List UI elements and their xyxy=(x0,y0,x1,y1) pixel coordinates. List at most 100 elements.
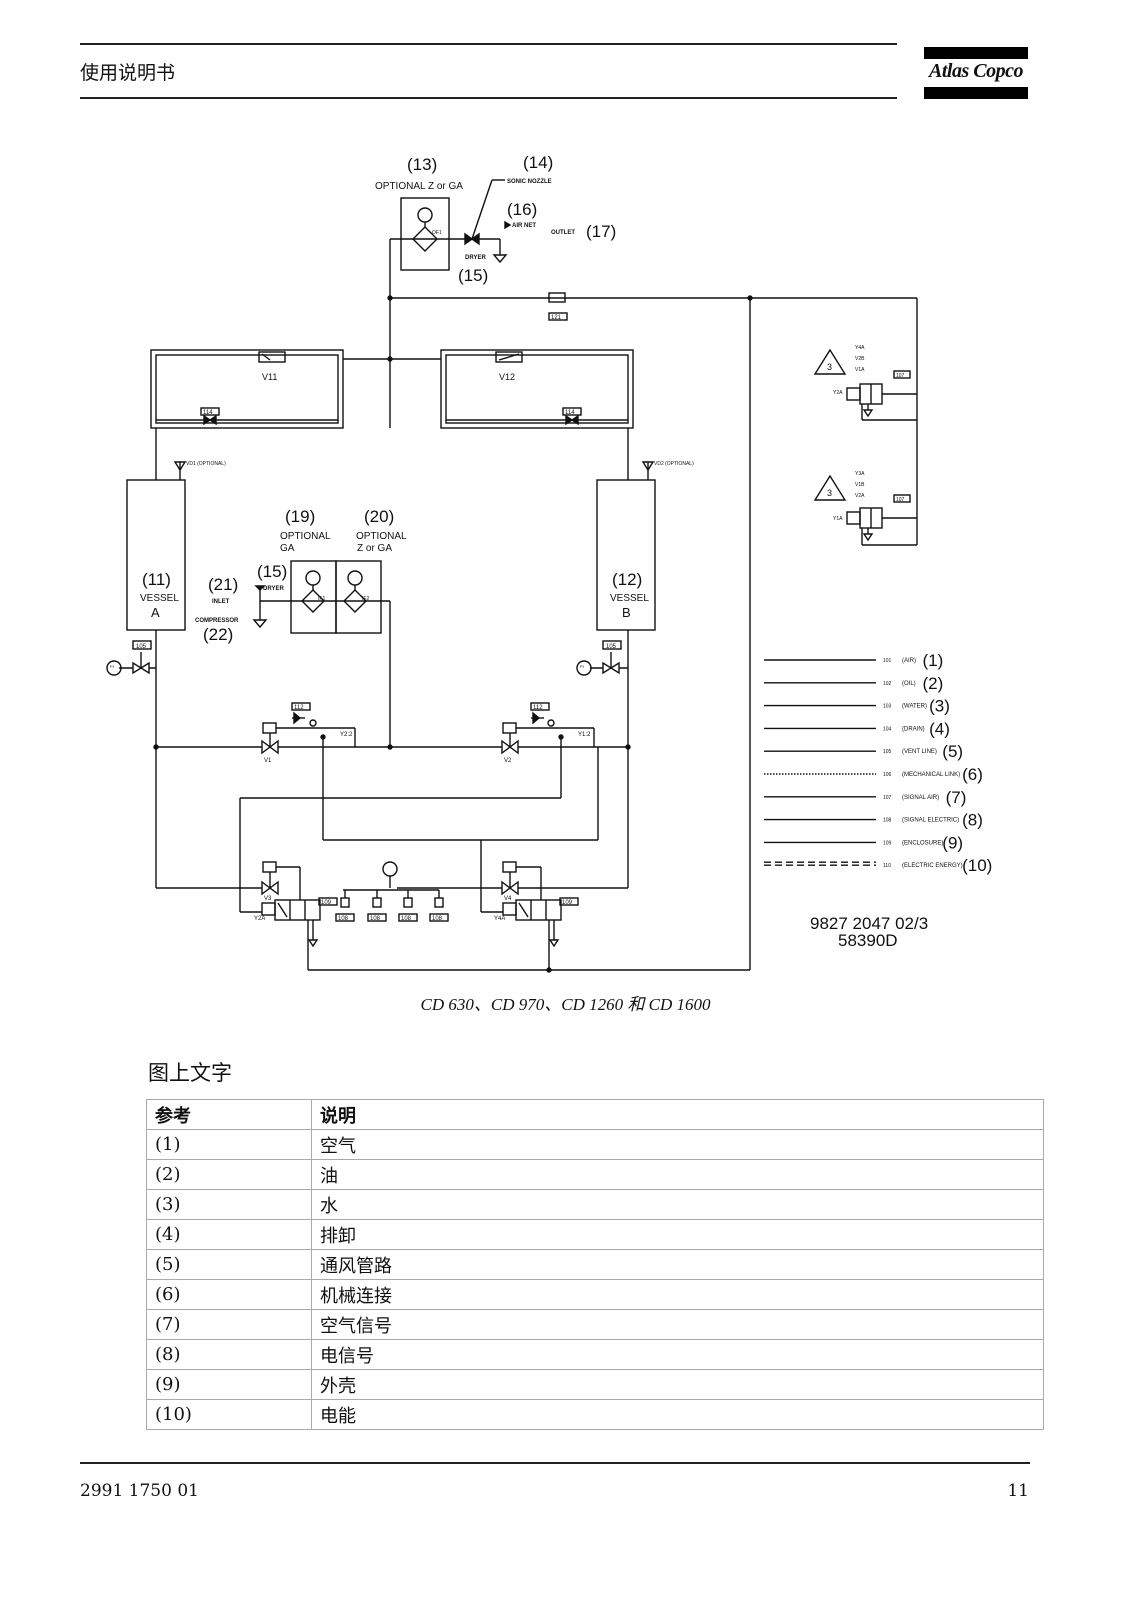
if1-filter-icon xyxy=(301,589,325,613)
legend-number: (8) xyxy=(962,811,983,830)
desc-cell: 机械连接 xyxy=(311,1279,1044,1310)
label-outlet: OUTLET xyxy=(551,230,575,236)
inlet-filter-box-if1 xyxy=(290,560,337,634)
label-v2: V2 xyxy=(504,758,512,764)
label-20: (20) xyxy=(364,507,394,526)
ref-cell: (2) xyxy=(146,1159,312,1190)
code-105-a: 105 xyxy=(136,644,147,650)
header-rule-bottom xyxy=(80,97,897,99)
v11-valve-icon xyxy=(258,351,286,363)
legend-number: (5) xyxy=(942,742,963,761)
tag-y2a-right: Y2A xyxy=(833,390,843,396)
legend-number: (6) xyxy=(962,765,983,784)
code-107-b: 107 xyxy=(896,497,905,503)
solenoid-valve-v4 xyxy=(481,861,562,970)
table-row: (4)排卸 xyxy=(146,1219,1044,1250)
code-109-b: 109 xyxy=(562,900,573,906)
pilot-solenoid-top xyxy=(846,383,917,421)
tag-v2a: V2A xyxy=(855,493,865,499)
valve-v2 xyxy=(501,702,595,798)
desc-cell: 水 xyxy=(311,1189,1044,1220)
silencer-group xyxy=(335,890,449,922)
if2-filter-icon xyxy=(343,589,367,613)
label-21: (21) xyxy=(208,575,238,594)
label-pi-a: PI xyxy=(110,664,114,669)
desc-cell: 电能 xyxy=(311,1399,1044,1430)
code-112-b: 112 xyxy=(533,705,543,711)
legend-name: (VENT LINE) xyxy=(902,749,937,755)
if2-gauge-icon xyxy=(347,570,363,586)
label-air-net: AIR NET xyxy=(512,223,536,229)
label-v12: V12 xyxy=(499,372,515,382)
desc-cell: 空气信号 xyxy=(311,1309,1044,1340)
label-16: (16) xyxy=(507,200,537,219)
of1-gauge-icon xyxy=(417,207,433,223)
component-121 xyxy=(548,292,566,303)
desc-cell: 电信号 xyxy=(311,1339,1044,1370)
label-y4a: Y4A xyxy=(494,916,505,922)
label-vessel-a: VESSEL xyxy=(140,593,179,604)
tag-v1b: V1B xyxy=(855,482,865,488)
code-108-2: 108 xyxy=(370,916,381,922)
table-row: (7)空气信号 xyxy=(146,1309,1044,1340)
figure-caption: CD 630、CD 970、CD 1260 和 CD 1600 xyxy=(420,995,711,1014)
legend-code: 103 xyxy=(883,704,892,710)
of1-filter-icon xyxy=(412,226,438,252)
legend-number: (2) xyxy=(923,674,944,693)
enclosure-v12 xyxy=(440,349,634,429)
ref-cell: (6) xyxy=(146,1279,312,1310)
legend-code: 105 xyxy=(883,749,892,755)
legend-name: (ELECTRIC ENERGY) xyxy=(902,863,963,869)
desc-cell: 油 xyxy=(311,1159,1044,1190)
ref-cell: (10) xyxy=(146,1399,312,1430)
label-z-or-ga: Z or GA xyxy=(357,543,392,554)
legend-name: (MECHANICAL LINK) xyxy=(902,772,960,778)
label-letter-a: A xyxy=(151,605,160,620)
label-inlet: INLET xyxy=(212,599,230,605)
code-108-3: 108 xyxy=(401,916,412,922)
pi-manifold-icon xyxy=(382,861,398,877)
legend-name: (SIGNAL ELECTRIC) xyxy=(902,818,959,824)
code-114-a: 114 xyxy=(203,410,213,416)
code-112-a: 112 xyxy=(294,705,304,711)
label-if1: IF1 xyxy=(318,596,325,602)
label-v4: V4 xyxy=(504,896,512,902)
logo-bar-bottom xyxy=(924,87,1028,99)
legend-code: 107 xyxy=(883,795,892,801)
tag-y4a: Y4A xyxy=(855,345,865,351)
label-dryer-mid: DRYER xyxy=(263,586,284,592)
table-row: (8)电信号 xyxy=(146,1339,1044,1370)
label-22: (22) xyxy=(203,625,233,644)
legend-table: 参考 说明 (1)空气 (2)油 (3)水 (4)排卸 (5)通风管路 (6)机… xyxy=(146,1099,1044,1430)
line-type-legend: 101(AIR)(1)102(OIL)(2)103(WATER)(3)104(D… xyxy=(764,651,992,875)
legend-name: (DRAIN) xyxy=(902,726,925,732)
label-y2a: Y2A xyxy=(254,916,265,922)
warn-num-bottom: 3 xyxy=(827,488,832,498)
label-ga: GA xyxy=(280,543,295,554)
label-15-top: (15) xyxy=(458,266,488,285)
label-optional-z-or-ga-top: OPTIONAL Z or GA xyxy=(375,181,463,192)
outlet-filter-box xyxy=(400,197,450,271)
code-109-a: 109 xyxy=(321,900,332,906)
label-v11: V11 xyxy=(262,372,277,382)
legend-name: (OIL) xyxy=(902,681,916,687)
logo-text: Atlas Copco xyxy=(929,60,1023,82)
label-y12: Y1:2 xyxy=(578,732,591,738)
label-y22: Y2:2 xyxy=(340,732,353,738)
legend-code: 109 xyxy=(883,840,892,846)
label-15-mid: (15) xyxy=(257,562,287,581)
atlas-copco-logo: Atlas Copco xyxy=(924,47,1028,99)
label-v3: V3 xyxy=(264,896,272,902)
code-114-b: 114 xyxy=(565,410,575,416)
label-of1: OF1 xyxy=(432,230,442,236)
legend-code: 108 xyxy=(883,818,892,824)
table-row: (1)空气 xyxy=(146,1129,1044,1160)
ref-cell: (4) xyxy=(146,1219,312,1250)
code-121: 121 xyxy=(551,315,562,321)
desc-cell: 空气 xyxy=(311,1129,1044,1160)
solenoid-valve-v3 xyxy=(240,861,321,970)
drawing-code: 58390D xyxy=(838,931,898,950)
header-ref: 参考 xyxy=(146,1099,312,1130)
warning-triangle-top-icon xyxy=(813,348,847,375)
legend-code: 106 xyxy=(883,772,892,778)
